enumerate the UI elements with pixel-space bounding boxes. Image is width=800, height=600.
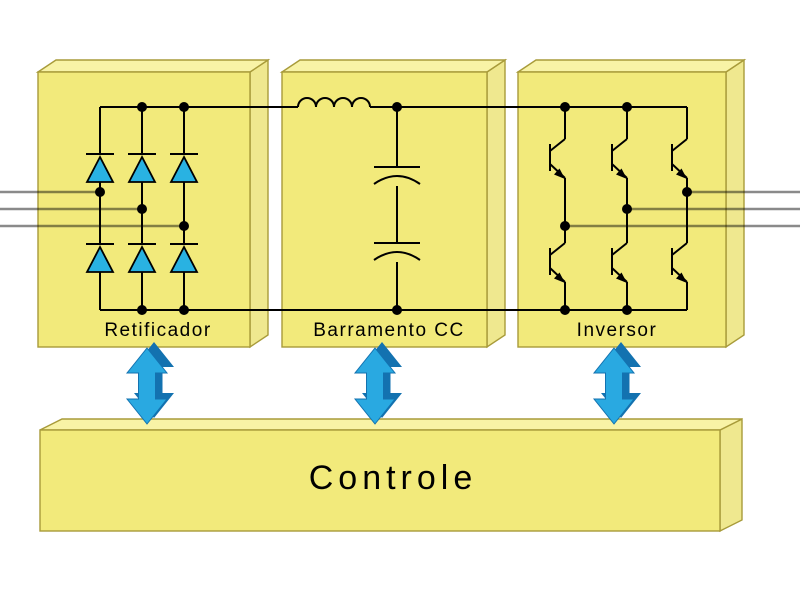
diode-icon bbox=[85, 245, 115, 273]
capacitor-icon bbox=[373, 166, 421, 185]
inverter-box-side bbox=[725, 58, 745, 349]
rectifier-block bbox=[35, 58, 271, 349]
inverter-circuit bbox=[549, 107, 688, 310]
control-block: Controle bbox=[39, 417, 743, 533]
rectifier-leg-3 bbox=[170, 107, 198, 310]
junction-dot bbox=[392, 305, 402, 315]
double-arrow-icon bbox=[592, 347, 636, 425]
inductor-icon bbox=[297, 97, 371, 108]
dc-bus-circuit bbox=[373, 107, 421, 310]
diode-icon bbox=[127, 155, 157, 183]
junction-dot bbox=[560, 305, 570, 315]
control-box-front bbox=[39, 429, 721, 532]
phase-input-lines bbox=[0, 190, 184, 228]
double-arrow-icon bbox=[353, 347, 397, 425]
junction-dot bbox=[179, 102, 189, 112]
junction-dot bbox=[622, 102, 632, 112]
control-box-side bbox=[719, 417, 743, 533]
transistor-arrow-icon bbox=[676, 168, 687, 179]
control-label: Controle bbox=[309, 459, 478, 497]
control-link-arrow-rectifier bbox=[125, 342, 174, 425]
dc-bus-label: Barramento CC bbox=[313, 320, 465, 341]
junction-dot bbox=[560, 102, 570, 112]
diode-icon bbox=[85, 155, 115, 183]
transistor-arrow-icon bbox=[554, 272, 565, 283]
transistor-arrow-icon bbox=[616, 168, 627, 179]
junction-dot bbox=[560, 221, 570, 231]
capacitor-curved-plate bbox=[373, 175, 421, 185]
dc-bus-box-side bbox=[486, 58, 506, 349]
junction-dot bbox=[137, 305, 147, 315]
dc-rails bbox=[100, 97, 687, 311]
rectifier-box-side bbox=[249, 58, 269, 349]
control-link-arrow-dc-bus bbox=[353, 342, 402, 425]
diode-icon bbox=[169, 245, 199, 273]
rectifier-leg-1 bbox=[86, 107, 114, 310]
junction-dot bbox=[179, 305, 189, 315]
junction-dot bbox=[179, 221, 189, 231]
phase-output-lines bbox=[565, 190, 800, 228]
control-link-arrow-inverter bbox=[592, 342, 641, 425]
diode-icons bbox=[85, 155, 199, 273]
dc-bus-box-top bbox=[279, 59, 508, 73]
double-arrow-icon bbox=[125, 347, 169, 425]
junction-dots bbox=[95, 102, 692, 315]
junction-dot bbox=[622, 305, 632, 315]
inverter-label: Inversor bbox=[577, 320, 658, 341]
inverter-box-top bbox=[515, 59, 747, 73]
rectifier-label: Retificador bbox=[104, 320, 211, 341]
dc-bus-box-front bbox=[281, 71, 488, 348]
transistor-arrow-icon bbox=[676, 272, 687, 283]
inverter-block bbox=[515, 58, 747, 349]
rectifier-circuit bbox=[85, 107, 199, 310]
junction-dot bbox=[682, 187, 692, 197]
transistor-emitter-arrows bbox=[554, 168, 687, 283]
transistor-arrow-icon bbox=[616, 272, 627, 283]
junction-dot bbox=[392, 102, 402, 112]
junction-dot bbox=[622, 204, 632, 214]
diode-icon bbox=[127, 245, 157, 273]
diode-icon bbox=[169, 155, 199, 183]
junction-dot bbox=[137, 102, 147, 112]
capacitor-icon bbox=[373, 242, 421, 261]
transistor-arrow-icon bbox=[554, 168, 565, 179]
capacitor-curved-plate bbox=[373, 251, 421, 261]
rectifier-box-top bbox=[35, 59, 271, 73]
junction-dot bbox=[137, 204, 147, 214]
junction-dot bbox=[95, 187, 105, 197]
